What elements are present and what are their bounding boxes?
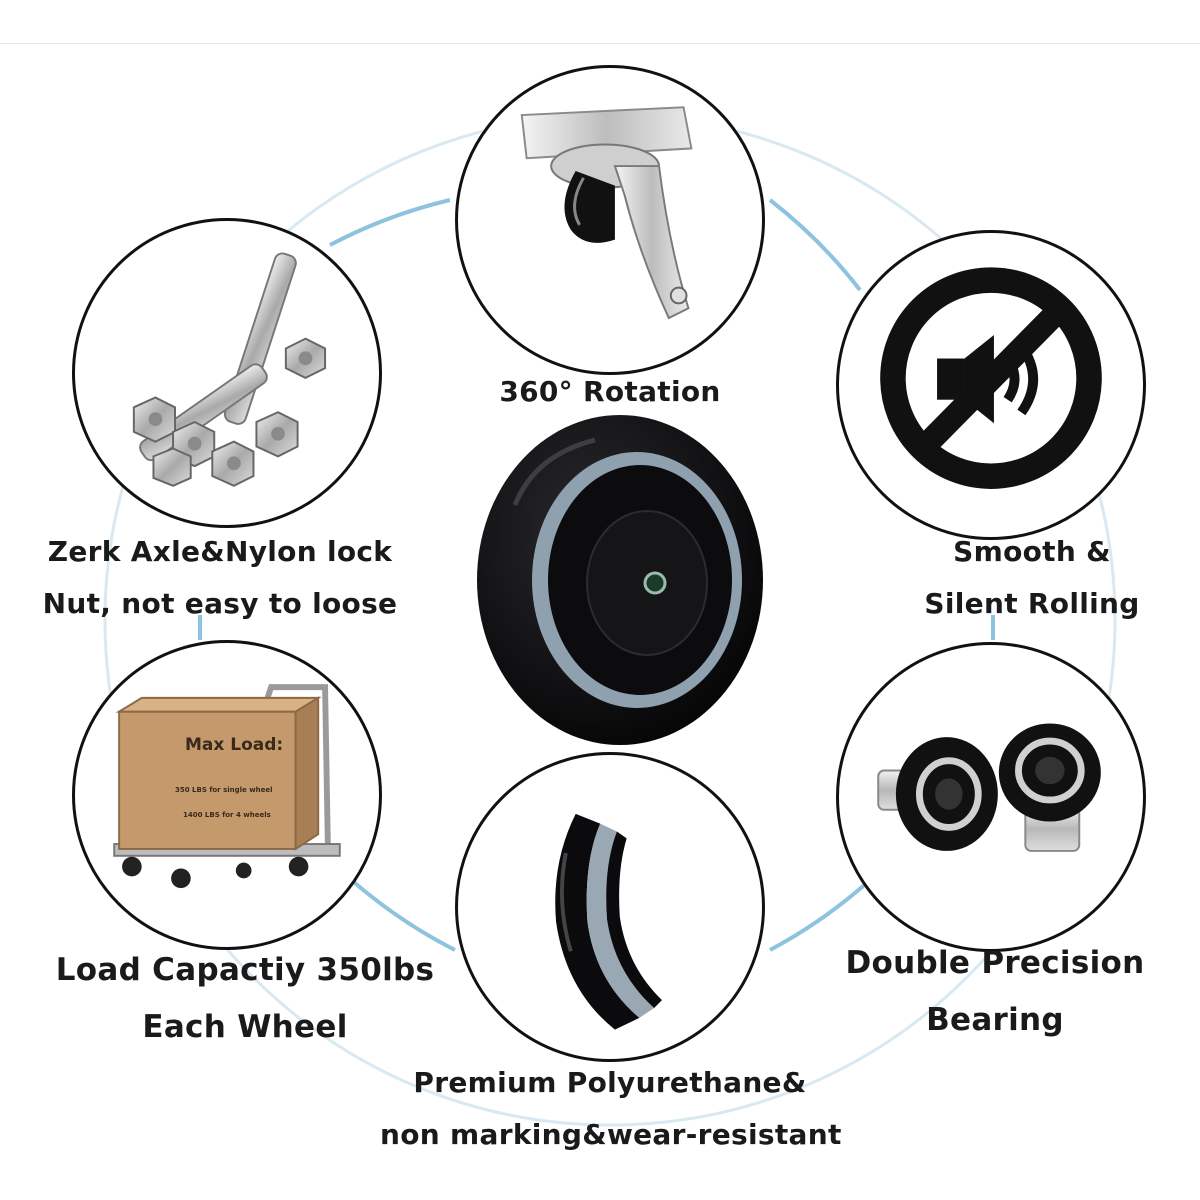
- caster-wheel-icon: [477, 415, 763, 745]
- feature-circle-bearing: [836, 642, 1146, 952]
- feature-circle-silent: [836, 230, 1146, 540]
- swivel-caster-icon: [520, 106, 693, 320]
- top-divider: [0, 43, 1200, 44]
- box-line-four: 1400 LBS for 4 wheels: [183, 811, 271, 819]
- label-material: Premium Polyurethane& non marking&wear-r…: [380, 1066, 842, 1151]
- bolts-nuts-icon: [132, 252, 327, 487]
- feature-circle-load: Max Load: 350 LBS for single wheel 1400 …: [72, 640, 382, 950]
- tread-section-icon: [555, 813, 662, 1030]
- label-axle: Zerk Axle&Nylon lock Nut, not easy to lo…: [42, 535, 398, 620]
- bearings-icon: [877, 723, 1101, 852]
- label-load: Load Capactiy 350lbs Each Wheel: [55, 952, 435, 1045]
- label-bearing: Double Precision Bearing: [845, 945, 1145, 1038]
- box-line-single: 350 LBS for single wheel: [175, 786, 273, 794]
- hand-truck-box-icon: [113, 684, 341, 889]
- feature-circle-axle: [72, 218, 382, 528]
- box-title: Max Load:: [185, 735, 284, 755]
- label-rotation: 360° Rotation: [499, 375, 721, 408]
- feature-circle-material: [455, 752, 765, 1062]
- label-silent: Smooth & Silent Rolling: [924, 535, 1140, 620]
- feature-circle-rotation: [455, 65, 765, 375]
- no-sound-icon: [880, 267, 1102, 489]
